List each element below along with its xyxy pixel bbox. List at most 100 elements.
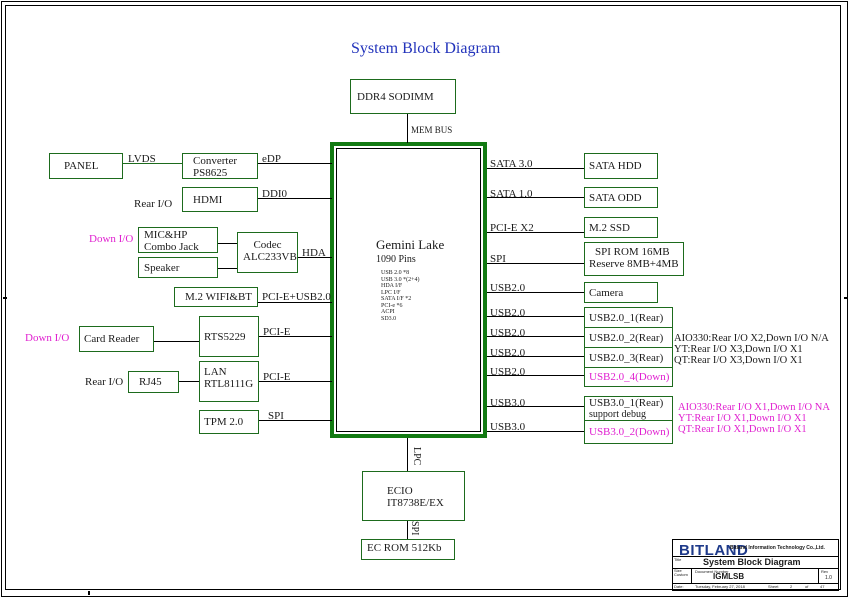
edp-line [258, 163, 332, 164]
sata-odd-label: SATA ODD [589, 191, 642, 204]
sheet-total: 47 [820, 584, 825, 589]
soc-feature: PCI-e *6 [381, 302, 403, 309]
m2-ssd-block[interactable]: M.2 SSD [584, 217, 658, 238]
rev-value: 1.0 [825, 575, 832, 581]
ddr4-sodimm-block[interactable]: DDR4 SODIMM [350, 79, 456, 114]
hdmi-block[interactable]: HDMI [182, 187, 258, 212]
ec-rom-label: EC ROM 512Kb [367, 542, 442, 554]
mic-hp-jack-block[interactable]: MIC&HP Combo Jack [138, 227, 218, 253]
camera-usb-line [487, 292, 584, 293]
usb2-4-bus-label: USB2.0 [490, 366, 526, 378]
ec-rom-block[interactable]: EC ROM 512Kb [361, 539, 455, 560]
rts-bus-label: PCI-E [263, 326, 291, 338]
usb3-1-label: USB3.0_1(Rear) [589, 397, 664, 409]
hda-line [298, 257, 332, 258]
spi-rom-label: SPI ROM 16MB [595, 246, 670, 258]
soc-feature: SD3.0 [381, 315, 397, 322]
card-down-io-label: Down I/O [25, 332, 70, 344]
usb2-3-label: USB2.0_3(Rear) [589, 351, 664, 364]
sata-hdd-block[interactable]: SATA HDD [584, 153, 658, 179]
company-name: Bitland Information Technology Co.,Ltd. [730, 545, 825, 551]
codec-block[interactable]: Codec ALC233VB [237, 232, 298, 273]
hda-label: HDA [302, 247, 326, 259]
converter-part: PS8625 [193, 167, 228, 179]
zone-marker [3, 297, 7, 299]
rts5229-block[interactable]: RTS5229 [199, 316, 259, 357]
card-reader-label: Card Reader [84, 333, 140, 345]
usb3-1-rear-block[interactable]: USB3.0_1(Rear) support debug [584, 396, 673, 421]
rj45-block[interactable]: RJ45 [128, 371, 179, 393]
wifi-bt-label: M.2 WIFI&BT [185, 291, 253, 303]
sata1-label: SATA 1.0 [490, 188, 533, 200]
usb2-4-label: USB2.0_4(Down) [589, 371, 670, 383]
rts-bus-line [259, 336, 332, 337]
tpm-label: TPM 2.0 [204, 416, 244, 428]
wifi-bt-block[interactable]: M.2 WIFI&BT [174, 287, 258, 307]
camera-usb-label: USB2.0 [490, 282, 526, 294]
usb2-4-line [487, 375, 584, 376]
lan-block[interactable]: LAN RTL8111G [199, 361, 259, 402]
mem-bus-line [407, 114, 408, 143]
soc-feature: USB 2.0 *8 [381, 270, 410, 276]
usb2-1-label: USB2.0_1(Rear) [589, 311, 664, 324]
lpc-label: LPC [411, 447, 422, 466]
usb2-note: YT:Rear I/O X3,Down I/O X1 [674, 344, 803, 355]
card-reader-block[interactable]: Card Reader [79, 326, 154, 352]
usb2-2-bus-label: USB2.0 [490, 327, 526, 339]
converter-block[interactable]: Converter PS8625 [182, 153, 258, 179]
speaker-codec-line [218, 268, 237, 269]
soc-block[interactable] [330, 142, 487, 438]
sata-hdd-label: SATA HDD [589, 160, 642, 172]
date-value: Tuesday, February 27, 2018 [695, 584, 745, 589]
usb3-1-line [487, 406, 584, 407]
ec-spi-label: SPI [409, 521, 420, 536]
lvds-label: LVDS [128, 153, 156, 165]
usb3-notes: AIO330:Rear I/O X1,Down I/O NA YT:Rear I… [678, 402, 830, 435]
codec-label: Codec [253, 239, 282, 251]
speaker-label: Speaker [144, 261, 180, 274]
spi-rom-block[interactable]: SPI ROM 16MB Reserve 8MB+4MB [584, 242, 684, 276]
rts5229-label: RTS5229 [204, 330, 246, 343]
usb3-2-label: USB3.0_2(Down) [589, 426, 670, 438]
sata-odd-block[interactable]: SATA ODD [584, 187, 658, 208]
ddi0-label: DDI0 [262, 188, 288, 200]
converter-label: Converter [193, 155, 237, 167]
usb2-1-line [487, 316, 584, 317]
codec-part: ALC233VB [243, 251, 297, 263]
rj45-label: RJ45 [139, 376, 162, 388]
size-label: Size [674, 568, 682, 573]
ecio-part: IT8738E/EX [387, 497, 444, 509]
usb2-2-label: USB2.0_2(Rear) [589, 331, 664, 344]
size-field: Size Custom [674, 569, 688, 577]
usb3-2-down-block[interactable]: USB3.0_2(Down) [584, 420, 673, 444]
camera-block[interactable]: Camera [584, 282, 658, 303]
soc-name: Gemini Lake [376, 237, 445, 252]
lan-bus-label: PCI-E [263, 371, 291, 383]
usb2-3-rear-block[interactable]: USB2.0_3(Rear) [584, 347, 673, 368]
usb3-note: AIO330:Rear I/O X1,Down I/O NA [678, 402, 830, 413]
usb2-1-rear-block[interactable]: USB2.0_1(Rear) [584, 307, 673, 328]
ecio-block[interactable]: ECIO IT8738E/EX [362, 471, 465, 521]
usb3-1-bus-label: USB3.0 [490, 397, 526, 409]
panel-block[interactable]: PANEL [49, 153, 123, 179]
usb2-2-rear-block[interactable]: USB2.0_2(Rear) [584, 327, 673, 348]
soc-feature: HDA I/F [381, 283, 403, 289]
sheet-number: 2 [790, 584, 793, 589]
tpm-block[interactable]: TPM 2.0 [199, 410, 259, 434]
title-block-divider [818, 568, 819, 583]
title-block: BITLAND Bitland Information Technology C… [672, 539, 839, 591]
document-title: System Block Diagram [703, 557, 801, 567]
ecio-label: ECIO [387, 485, 413, 497]
document-number: IGMLSB [713, 572, 745, 581]
title-field-label: Title [674, 557, 682, 562]
usb2-3-bus-label: USB2.0 [490, 347, 526, 359]
mic-hp-label: MIC&HP [144, 229, 188, 241]
mem-bus-label: MEM BUS [411, 125, 453, 135]
ec-spi-line [407, 521, 408, 539]
title-block-divider [691, 568, 692, 583]
usb2-4-down-block[interactable]: USB2.0_4(Down) [584, 367, 673, 387]
speaker-block[interactable]: Speaker [138, 257, 218, 278]
usb2-note: QT:Rear I/O X3,Down I/O X1 [674, 355, 803, 366]
lan-rear-io-label: Rear I/O [85, 376, 124, 388]
